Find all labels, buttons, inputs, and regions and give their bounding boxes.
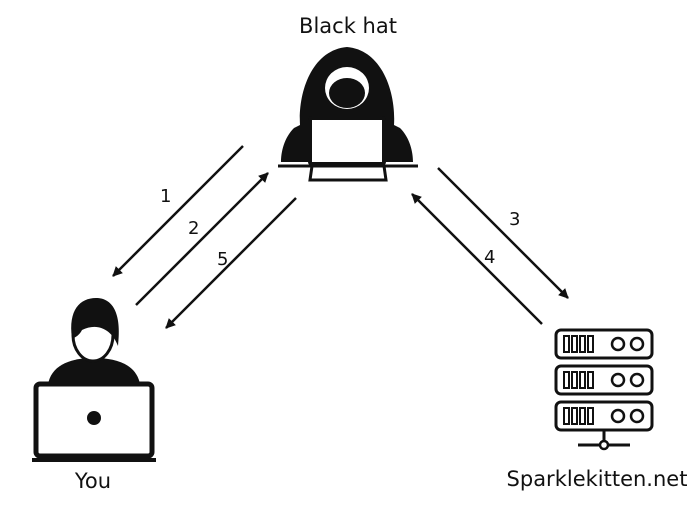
step-label: 4 <box>484 247 495 268</box>
server-unit <box>554 400 654 432</box>
server-icon <box>554 328 654 451</box>
server-label: Sparklekitten.net <box>507 467 688 491</box>
black-hat-icon <box>278 47 418 182</box>
server-unit <box>554 364 654 396</box>
arrow-step-3 <box>437 167 569 299</box>
arrow-step-2 <box>135 172 269 306</box>
server-unit <box>554 328 654 360</box>
step-label: 1 <box>160 186 171 207</box>
arrow-step-5 <box>165 197 297 329</box>
arrow-step-1 <box>112 145 244 277</box>
arrow-step-4 <box>411 193 543 325</box>
user-label: You <box>74 469 111 493</box>
step-label: 3 <box>509 209 520 230</box>
black-hat-label: Black hat <box>299 14 397 38</box>
user-icon <box>32 298 156 462</box>
step-label: 2 <box>188 218 199 239</box>
step-label: 5 <box>217 249 228 270</box>
